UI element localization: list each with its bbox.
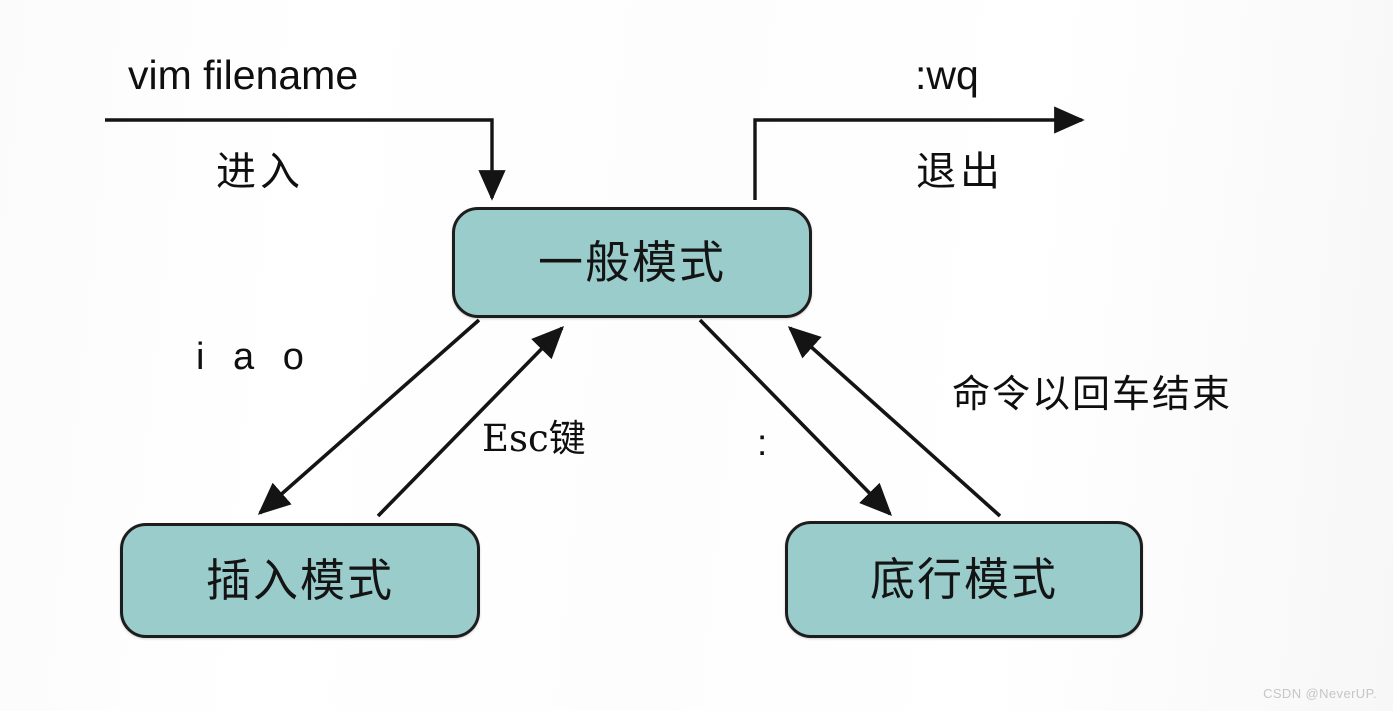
label-enter-action: 进入 [216, 149, 304, 195]
label-esc-key: Esc键 [482, 417, 586, 460]
edge-normal-to-cmdline [698, 318, 893, 517]
node-command-line-mode[interactable]: 底行模式 [785, 521, 1143, 638]
node-insert-mode-label: 插入模式 [205, 554, 394, 607]
label-command-ends-with-enter: 命令以回车结束 [952, 372, 1233, 416]
label-exit-action: 退出 [916, 149, 1004, 195]
label-wq-command: :wq [915, 52, 979, 98]
watermark: CSDN @NeverUP. [1263, 686, 1377, 701]
node-insert-mode[interactable]: 插入模式 [120, 523, 480, 638]
label-vim-filename: vim filename [128, 52, 359, 98]
node-normal-mode-label: 一般模式 [537, 236, 726, 289]
label-colon-key: : [757, 422, 768, 463]
edge-cmdline-to-normal [787, 326, 1002, 518]
label-iao-keys: i a o [196, 336, 313, 378]
node-normal-mode[interactable]: 一般模式 [452, 207, 812, 318]
node-command-line-mode-label: 底行模式 [869, 553, 1058, 606]
